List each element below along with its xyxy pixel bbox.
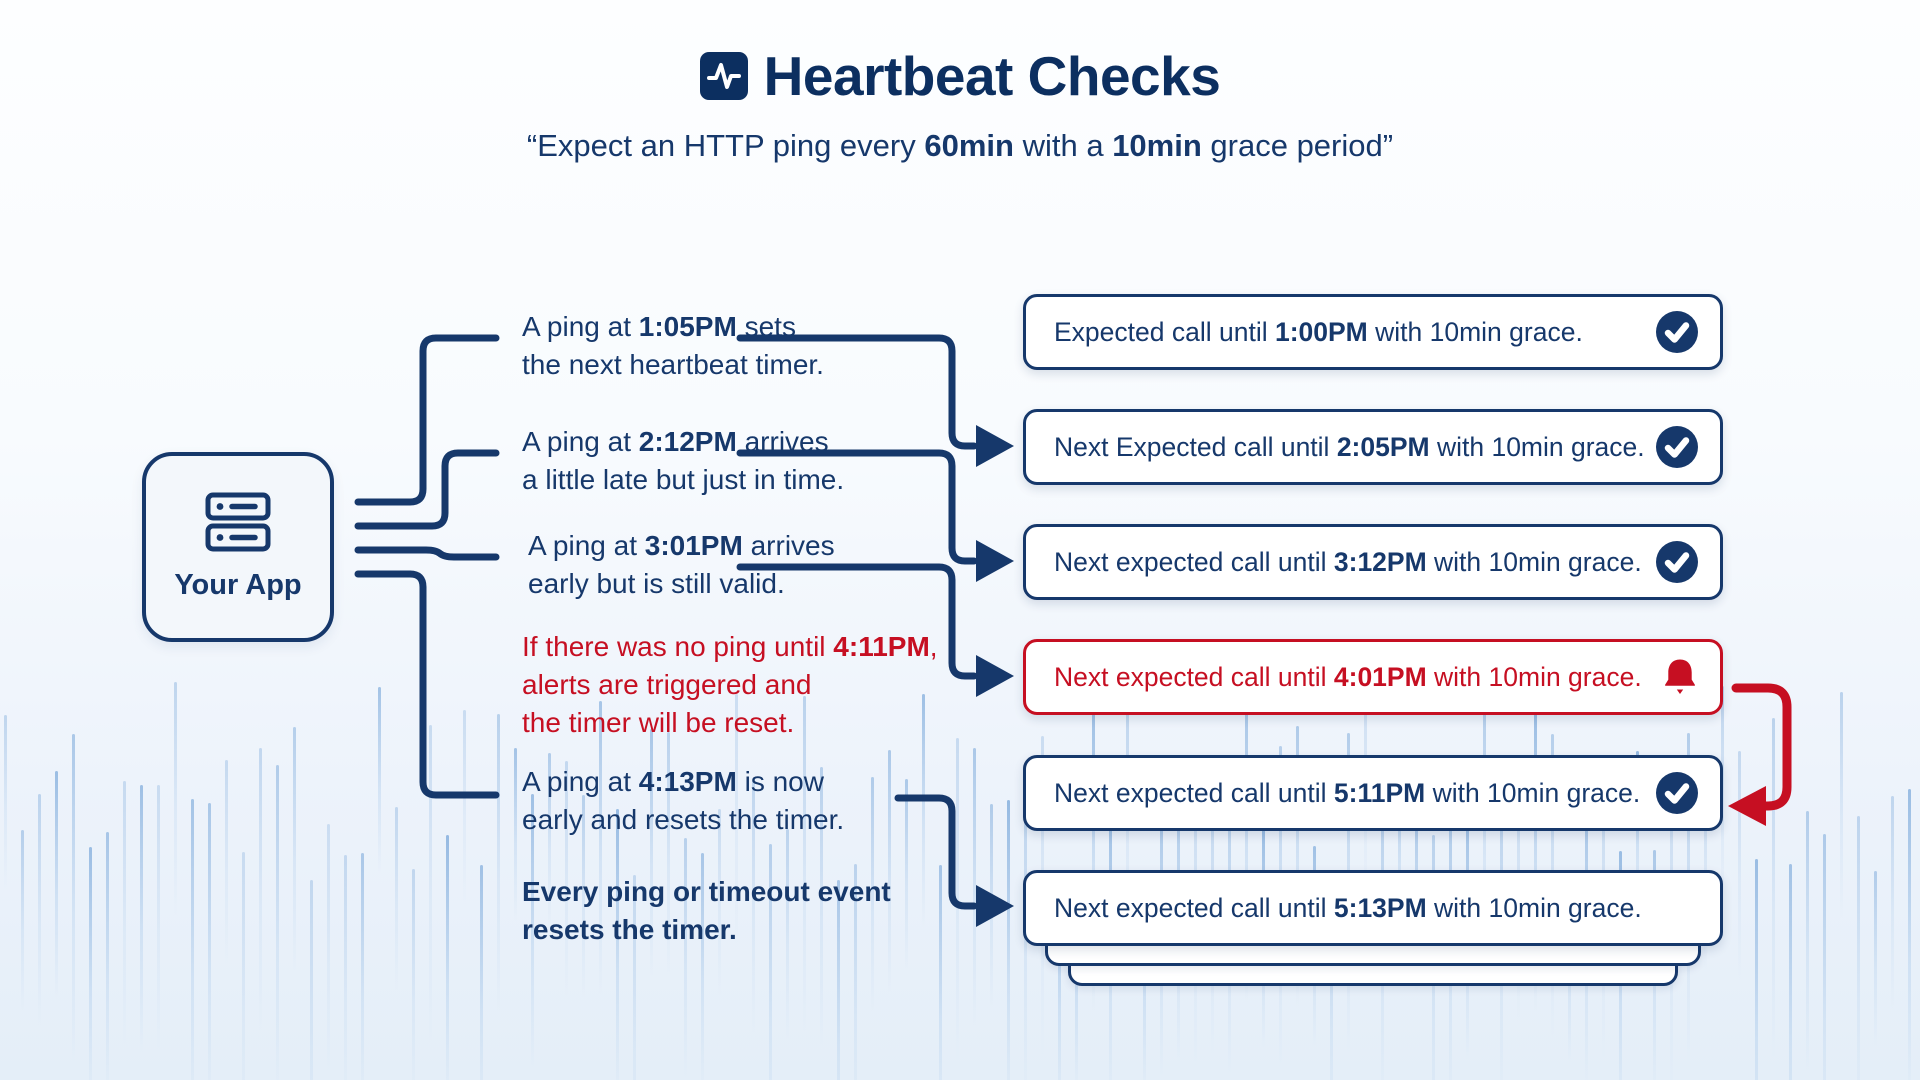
check-circle-icon [1656, 772, 1698, 814]
header: Heartbeat Checks “Expect an HTTP ping ev… [0, 44, 1920, 164]
check-circle-icon [1656, 311, 1698, 353]
arrow-ping-105-to-box-205 [736, 334, 1014, 467]
your-app-label: Your App [174, 569, 302, 601]
check-circle-icon [1656, 426, 1698, 468]
page-subtitle: “Expect an HTTP ping every 60min with a … [526, 128, 1394, 163]
timeline-box-513pm: Next expected call until 5:13PM with 10m… [1023, 870, 1723, 946]
timeline-box-401pm-alert: Next expected call until 4:01PM with 10m… [1023, 639, 1723, 715]
connector-app-to-ping-413 [354, 570, 500, 799]
timeline-box-text: Next Expected call until 2:05PM with 10m… [1054, 431, 1645, 462]
your-app-node: Your App [142, 452, 334, 642]
annotation-timeout-alert: If there was no ping until 4:11PM,alerts… [522, 631, 938, 738]
timeline-box-511pm: Next expected call until 5:11PM with 10m… [1023, 755, 1723, 831]
timeline-box-text: Next expected call until 5:13PM with 10m… [1054, 892, 1642, 923]
timeline-box-text: Next expected call until 4:01PM with 10m… [1054, 661, 1642, 692]
connector-app-to-ping-301 [354, 546, 500, 561]
arrow-ping-212-to-box-312 [736, 449, 1014, 582]
server-icon [205, 492, 271, 557]
timeline-box-205pm: Next Expected call until 2:05PM with 10m… [1023, 409, 1723, 485]
timeline-box-312pm: Next expected call until 3:12PM with 10m… [1023, 524, 1723, 600]
timeline-box-100pm: Expected call until 1:00PM with 10min gr… [1023, 294, 1723, 370]
page-title: Heartbeat Checks [763, 45, 1221, 107]
connector-app-to-ping-105 [354, 334, 500, 506]
connector-app-to-ping-212 [354, 449, 500, 530]
timeline-box-text: Next expected call until 3:12PM with 10m… [1054, 546, 1642, 577]
timeline-box-text: Next expected call until 5:11PM with 10m… [1054, 777, 1641, 808]
check-circle-icon [1656, 541, 1698, 583]
alert-bell-icon [1662, 657, 1698, 697]
timeline-box-text: Expected call until 1:00PM with 10min gr… [1054, 316, 1583, 347]
arrow-alert-reset-loop [1728, 683, 1792, 826]
heartbeat-pulse-icon [699, 52, 748, 100]
arrow-ping-413-to-box-513 [894, 794, 1014, 927]
arrow-ping-301-to-box-401 [736, 563, 1014, 697]
